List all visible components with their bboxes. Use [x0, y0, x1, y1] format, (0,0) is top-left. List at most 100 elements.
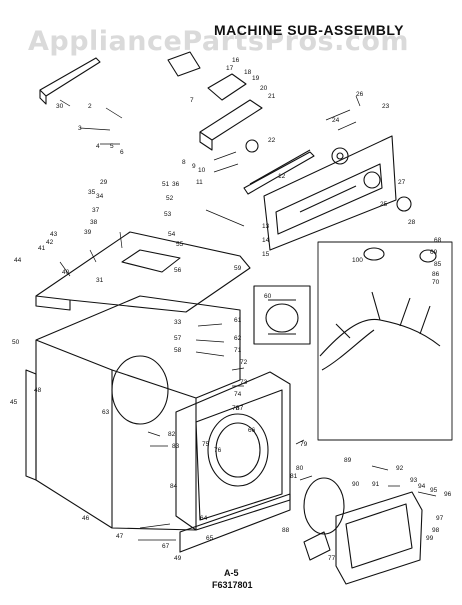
- callout-number: 29: [100, 179, 108, 186]
- callout-number: 62: [234, 335, 242, 342]
- door-assembly: [303, 477, 423, 585]
- callout-number: 95: [430, 487, 438, 494]
- callout-number: 19: [252, 75, 260, 82]
- callout-number: 20: [260, 85, 268, 92]
- callout-number: 34: [96, 193, 104, 200]
- callout-number: 11: [196, 179, 203, 186]
- callout-number: 23: [382, 103, 390, 110]
- callout-number: 44: [14, 257, 22, 264]
- callout-number: 65: [206, 535, 214, 542]
- control-console: [263, 135, 412, 251]
- callout-number: 83: [172, 443, 180, 450]
- callout-number: 94: [418, 483, 426, 490]
- callout-number: 96: [444, 491, 452, 498]
- callout-number: 68: [434, 237, 442, 244]
- callout-number: 54: [168, 231, 176, 238]
- callout-number: 6: [120, 149, 124, 156]
- callout-number: 74: [234, 391, 242, 398]
- callout-number: 18: [244, 69, 252, 76]
- callout-number: 40: [62, 269, 70, 276]
- callout-number: 24: [332, 117, 340, 124]
- callout-number: 45: [10, 399, 18, 406]
- callout-number: 72: [240, 359, 248, 366]
- callout-number: 53: [164, 211, 172, 218]
- callout-number: 81: [290, 473, 298, 480]
- callout-number: 59: [234, 265, 242, 272]
- toe-panel: [179, 493, 291, 553]
- callout-number: 55: [176, 241, 184, 248]
- callout-number: 13: [262, 223, 270, 230]
- cabinet-body: [25, 295, 241, 531]
- callout-number: 12: [278, 173, 286, 180]
- callout-number: 37: [92, 207, 100, 214]
- callout-number: 39: [84, 229, 92, 236]
- callout-number: 38: [90, 219, 98, 226]
- callout-number: 63: [102, 409, 110, 416]
- callout-number: 30: [56, 103, 64, 110]
- callout-number: 43: [50, 231, 58, 238]
- callout-number: 86: [432, 271, 440, 278]
- callout-number: 93: [410, 477, 418, 484]
- wiring-harness-frame: [317, 241, 453, 441]
- top-trim-part: [39, 57, 101, 105]
- callout-number: 50: [12, 339, 20, 346]
- callout-number: 77: [328, 555, 336, 562]
- callout-number: 79: [300, 441, 308, 448]
- callout-number: 60: [264, 293, 272, 300]
- callout-number: 85: [434, 261, 442, 268]
- diagram-title: MACHINE SUB-ASSEMBLY: [214, 22, 404, 38]
- callout-number: 61: [234, 317, 242, 324]
- watermark-text: AppliancePartsPros.com: [28, 26, 410, 57]
- callout-number: 48: [34, 387, 42, 394]
- callout-number: 70: [432, 279, 440, 286]
- callout-number: 88: [282, 527, 290, 534]
- callout-number: 22: [268, 137, 276, 144]
- callout-number: 28: [408, 219, 416, 226]
- bracket-parts: [167, 51, 263, 153]
- callout-number: 90: [352, 481, 360, 488]
- callout-number: 42: [46, 239, 54, 246]
- callout-number: 47: [116, 533, 124, 540]
- callout-number: 35: [88, 189, 96, 196]
- callout-number: 17: [226, 65, 234, 72]
- callout-number: 52: [166, 195, 174, 202]
- callout-number: 84: [170, 483, 178, 490]
- callout-number: 14: [262, 237, 270, 244]
- callout-number: 71: [234, 347, 242, 354]
- callout-number: 78: [232, 405, 240, 412]
- front-panel: [175, 371, 291, 531]
- callout-number: 97: [436, 515, 444, 522]
- callout-number: 33: [174, 319, 182, 326]
- callout-number: 69: [430, 249, 438, 256]
- callout-number: 89: [344, 457, 352, 464]
- cabinet-top-panel: [35, 231, 251, 313]
- callout-number: 4: [96, 143, 100, 150]
- callout-number: 31: [96, 277, 104, 284]
- callout-number: 2: [88, 103, 92, 110]
- callout-number: 46: [82, 515, 90, 522]
- callout-number: 41: [38, 245, 46, 252]
- callout-number: 16: [232, 57, 240, 64]
- callout-number: 76: [214, 447, 222, 454]
- callout-number: 49: [174, 555, 182, 562]
- callout-number: 10: [198, 167, 206, 174]
- callout-number: 66: [248, 427, 256, 434]
- console-bars: [243, 147, 349, 195]
- callout-number: 64: [200, 515, 208, 522]
- callout-number: 92: [396, 465, 404, 472]
- callout-number: 73: [240, 379, 248, 386]
- callout-number: 75: [202, 441, 210, 448]
- callout-number: 98: [432, 527, 440, 534]
- callout-number: 36: [172, 181, 180, 188]
- motor-part: [253, 285, 311, 345]
- callout-number: 91: [372, 481, 380, 488]
- callout-number: 57: [174, 335, 182, 342]
- page-reference: A-5: [224, 568, 239, 578]
- callout-number: 26: [356, 91, 364, 98]
- callout-number: 56: [174, 267, 182, 274]
- leader-lines: [59, 95, 437, 541]
- callout-number: 8: [182, 159, 186, 166]
